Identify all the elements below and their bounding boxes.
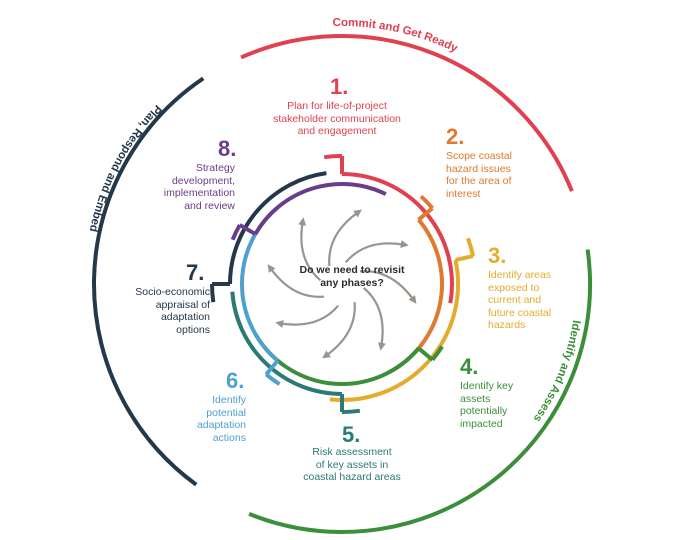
- step-8-arc: [253, 182, 387, 236]
- step-2-stub: [419, 194, 434, 210]
- swirl-arrow-6: [267, 264, 325, 298]
- step-4-tick: [417, 346, 434, 362]
- step-5-number: 5.: [342, 422, 361, 447]
- step-6-stub: [264, 372, 281, 386]
- step-8-stub: [230, 224, 242, 241]
- step-3-number: 3.: [488, 243, 507, 268]
- step-3-tick: [455, 254, 474, 262]
- swirl-arrow-1: [344, 240, 409, 264]
- step-5-arc: [230, 291, 343, 396]
- step-7-arc: [228, 171, 327, 285]
- swirl-arrow-2: [359, 270, 417, 304]
- step-3-stub: [466, 237, 476, 257]
- outer-phase-arc-1: [240, 33, 574, 192]
- step-8-tick: [238, 223, 257, 236]
- swirl-arrow-5: [275, 304, 340, 328]
- step-2-tick: [417, 206, 434, 222]
- step-3-arc: [329, 259, 461, 402]
- step-7-stub: [210, 283, 216, 303]
- step-6-tick: [264, 359, 280, 376]
- step-4-number: 4.: [460, 354, 479, 379]
- step-2-number: 2.: [446, 124, 465, 149]
- swirl-arrow-8: [328, 209, 362, 267]
- step-1-number: 1.: [330, 74, 349, 99]
- step-5-stub: [341, 408, 361, 415]
- outer-phase-arc-2: [248, 249, 592, 534]
- step-1-stub: [323, 153, 343, 160]
- center-question: Do we need to revisit any phases?: [299, 264, 405, 289]
- outer-phase-arc-3: [92, 76, 205, 487]
- swirl-arrow-3: [362, 286, 386, 351]
- swirl-arrow-7: [298, 217, 322, 282]
- step-7-number: 7.: [186, 260, 205, 285]
- step-4-stub: [430, 345, 444, 362]
- step-8-number: 8.: [218, 136, 237, 161]
- swirl-arrow-4: [322, 301, 356, 359]
- step-6-number: 6.: [226, 368, 245, 393]
